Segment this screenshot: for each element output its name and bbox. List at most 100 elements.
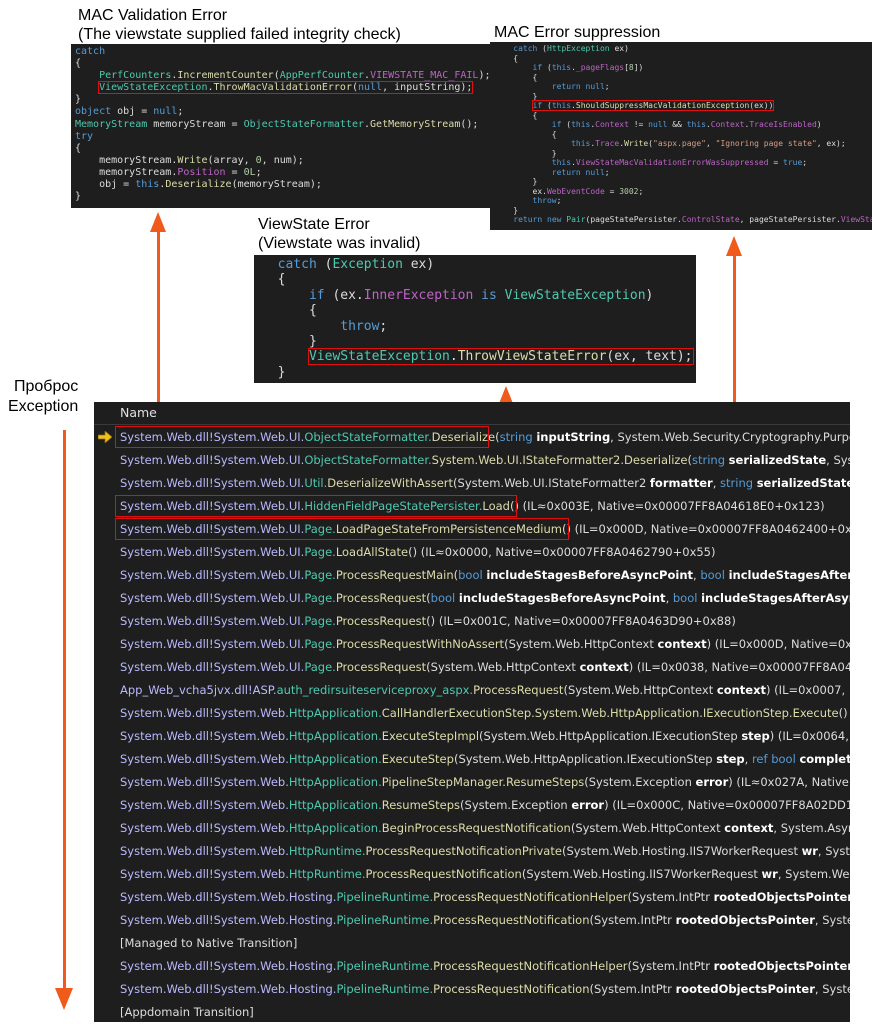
row-module: System.Web.dll! xyxy=(120,867,214,881)
row-module: System.Web.dll! xyxy=(120,890,214,904)
row-namespace: System.Web. xyxy=(213,798,289,812)
row-class: PipelineRuntime. xyxy=(336,913,434,927)
row-method: ExecuteStepImpl xyxy=(381,729,480,743)
row-args: (System.Web.HttpContext context) (IL=0x0… xyxy=(563,683,850,697)
call-stack-row[interactable]: [Managed to Native Transition] xyxy=(94,932,297,955)
row-method: ProcessRequestNotificationPrivate xyxy=(365,844,562,858)
row-class: Util. xyxy=(304,476,328,490)
row-class: ObjectStateFormatter. xyxy=(304,453,432,467)
row-module: System.Web.dll! xyxy=(120,913,214,927)
row-method: Deserialize xyxy=(431,430,496,444)
exception-propagation-arrow xyxy=(63,430,66,990)
arrow-head-mac-suppression xyxy=(726,236,742,256)
side-label-exception: Exception xyxy=(8,398,79,415)
call-stack-row[interactable]: System.Web.dll!System.Web.UI.Util.Deseri… xyxy=(94,472,850,495)
row-class: HttpRuntime. xyxy=(288,844,366,858)
row-namespace: System.Web. xyxy=(213,867,289,881)
row-args: () (IL=0x000D, Native=0x00007FF8A0462400… xyxy=(561,522,850,536)
row-method: ProcessRequestNotificationHelper xyxy=(433,890,628,904)
call-stack-row[interactable]: System.Web.dll!System.Web.UI.Page.LoadAl… xyxy=(94,541,716,564)
call-stack-row[interactable]: System.Web.dll!System.Web.HttpRuntime.Pr… xyxy=(94,840,850,863)
row-namespace: System.Web.UI. xyxy=(213,545,305,559)
row-module: System.Web.dll! xyxy=(120,476,214,490)
code-panel-viewstate-error: catch (Exception ex) { if (ex.InnerExcep… xyxy=(254,255,696,383)
call-stack-row[interactable]: System.Web.dll!System.Web.UI.Page.Proces… xyxy=(94,633,850,656)
viewstate-error-subcaption: (Viewstate was invalid) xyxy=(258,235,421,252)
row-method: System.Web.UI.IStateFormatter2.Deseriali… xyxy=(431,453,688,467)
row-method: LoadPageStateFromPersistenceMedium xyxy=(335,522,562,536)
row-class: PipelineRuntime. xyxy=(336,982,434,996)
row-namespace: System.Web.UI. xyxy=(213,568,305,582)
call-stack-row[interactable]: System.Web.dll!System.Web.UI.Page.Proces… xyxy=(94,610,736,633)
row-module: System.Web.dll! xyxy=(120,982,214,996)
row-class: HttpApplication. xyxy=(288,798,382,812)
row-namespace: System.Web.UI. xyxy=(213,591,305,605)
call-stack-row[interactable]: System.Web.dll!System.Web.HttpApplicatio… xyxy=(94,748,850,771)
row-class: HttpApplication. xyxy=(288,775,382,789)
call-stack-row[interactable]: System.Web.dll!System.Web.UI.Page.Proces… xyxy=(94,656,850,679)
row-class: Page. xyxy=(304,637,336,651)
row-module: System.Web.dll! xyxy=(120,844,214,858)
row-args: () ( xyxy=(838,706,848,720)
row-module: System.Web.dll! xyxy=(120,430,214,444)
call-stack-row[interactable]: System.Web.dll!System.Web.HttpApplicatio… xyxy=(94,817,850,840)
row-namespace: System.Web. xyxy=(213,844,289,858)
call-stack-row[interactable]: System.Web.dll!System.Web.UI.ObjectState… xyxy=(94,449,850,472)
row-namespace: System.Web.UI. xyxy=(213,637,305,651)
call-stack-row[interactable]: System.Web.dll!System.Web.HttpApplicatio… xyxy=(94,702,850,725)
code-panel-mac-suppression: catch (HttpException ex) { if (this._pag… xyxy=(490,42,872,230)
row-args: (System.Web.Hosting.IIS7WorkerRequest wr… xyxy=(521,867,850,881)
row-args: (System.Web.Hosting.IIS7WorkerRequest wr… xyxy=(561,844,850,858)
current-frame-arrow-icon xyxy=(98,431,112,443)
mac-validation-caption: MAC Validation Error xyxy=(78,7,228,24)
row-method: ProcessRequestMain xyxy=(335,568,454,582)
row-namespace: System.Web. xyxy=(213,752,289,766)
call-stack-row[interactable]: System.Web.dll!System.Web.UI.Page.Proces… xyxy=(94,564,850,587)
row-namespace: System.Web.UI. xyxy=(213,522,305,536)
row-args: (System.Web.HttpContext context) (IL=0x0… xyxy=(504,637,850,651)
call-stack-row[interactable]: App_Web_vcha5jvx.dll!ASP.auth_redirsuite… xyxy=(94,679,850,702)
row-method: ProcessRequestWithNoAssert xyxy=(335,637,505,651)
row-method: ProcessRequest xyxy=(473,683,564,697)
call-stack-row[interactable]: System.Web.dll!System.Web.UI.HiddenField… xyxy=(94,495,825,518)
row-namespace: System.Web. xyxy=(213,729,289,743)
row-namespace: System.Web.UI. xyxy=(213,614,305,628)
row-module: System.Web.dll! xyxy=(120,545,214,559)
row-module: App_Web_vcha5jvx.dll! xyxy=(120,683,253,697)
call-stack-row[interactable]: System.Web.dll!System.Web.Hosting.Pipeli… xyxy=(94,978,850,1001)
row-method: ProcessRequestNotification xyxy=(433,913,590,927)
row-args: [Managed to Native Transition] xyxy=(120,936,298,950)
row-args: (System.IntPtr rootedObjectsPointer, S xyxy=(627,959,850,973)
row-namespace: System.Web.UI. xyxy=(213,430,305,444)
call-stack-row[interactable]: System.Web.dll!System.Web.Hosting.Pipeli… xyxy=(94,955,850,978)
row-module: System.Web.dll! xyxy=(120,752,214,766)
row-args: (bool includeStagesBeforeAsyncPoint, boo… xyxy=(426,591,850,605)
row-method: ResumeSteps xyxy=(381,798,461,812)
row-class: ObjectStateFormatter. xyxy=(304,430,432,444)
call-stack-row[interactable]: System.Web.dll!System.Web.UI.Page.Proces… xyxy=(94,587,850,610)
row-method: Load xyxy=(482,499,510,513)
row-class: Page. xyxy=(304,568,336,582)
call-stack-row[interactable]: System.Web.dll!System.Web.HttpRuntime.Pr… xyxy=(94,863,850,886)
row-module: System.Web.dll! xyxy=(120,798,214,812)
row-namespace: System.Web.Hosting. xyxy=(213,890,337,904)
call-stack-row[interactable]: System.Web.dll!System.Web.HttpApplicatio… xyxy=(94,725,850,748)
call-stack-row[interactable]: System.Web.dll!System.Web.HttpApplicatio… xyxy=(94,794,850,817)
call-stack-row[interactable]: [Appdomain Transition] xyxy=(94,1001,254,1022)
row-args: () (IL≈0x003E, Native=0x00007FF8A04618E0… xyxy=(509,499,825,513)
highlight-deserialize xyxy=(115,426,489,448)
call-stack-row[interactable]: System.Web.dll!System.Web.UI.ObjectState… xyxy=(94,426,850,449)
call-stack-panel: Name System.Web.dll!System.Web.UI.Object… xyxy=(94,402,850,1022)
row-class: HttpApplication. xyxy=(288,752,382,766)
row-namespace: System.Web. xyxy=(213,775,289,789)
call-stack-row[interactable]: System.Web.dll!System.Web.Hosting.Pipeli… xyxy=(94,886,850,909)
row-namespace: System.Web.UI. xyxy=(213,476,305,490)
row-namespace: System.Web.Hosting. xyxy=(213,982,337,996)
row-module: System.Web.dll! xyxy=(120,660,214,674)
row-method: BeginProcessRequestNotification xyxy=(381,821,571,835)
row-args: (System.Web.HttpApplication.IExecutionSt… xyxy=(479,729,849,743)
row-args: (System.Web.HttpContext context) (IL=0x0… xyxy=(426,660,850,674)
call-stack-row[interactable]: System.Web.dll!System.Web.HttpApplicatio… xyxy=(94,771,850,794)
call-stack-row[interactable]: System.Web.dll!System.Web.Hosting.Pipeli… xyxy=(94,909,850,932)
call-stack-row[interactable]: System.Web.dll!System.Web.UI.Page.LoadPa… xyxy=(94,518,850,541)
